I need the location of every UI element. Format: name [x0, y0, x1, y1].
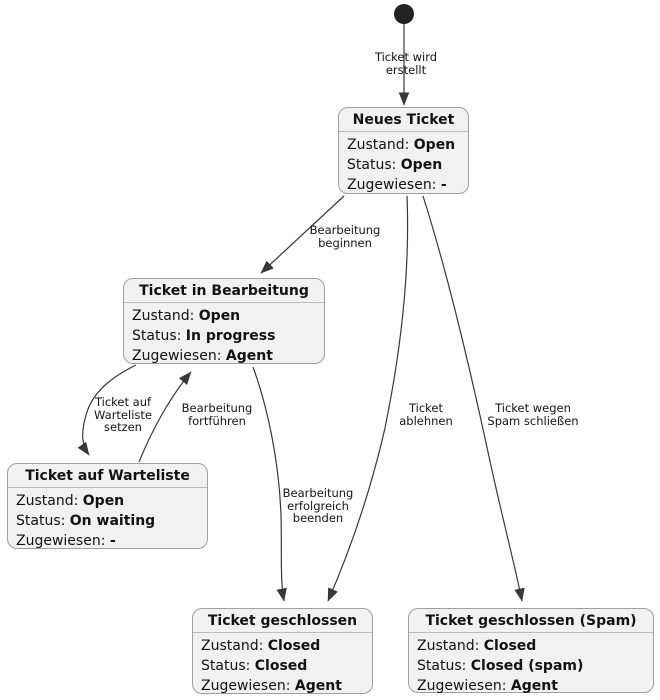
transition-label-ticket-wegen-spam-schliessen: Ticket wegen Spam schließen	[487, 401, 579, 428]
transition-label-ticket-wird-erstellt: Ticket wird erstellt	[374, 50, 438, 77]
edge-ticket-wegen-spam-schliessen	[422, 195, 525, 602]
state-field: Status: Closed (spam)	[417, 658, 584, 674]
state-field: Zugewiesen: -	[347, 177, 447, 193]
state-ticket-in-bearbeitung: Ticket in Bearbeitung Zustand: Open Stat…	[123, 278, 325, 364]
edge-bearbeitung-erfolgreich-beenden	[252, 366, 287, 602]
state-body: Zustand: Open Status: Open Zugewiesen: -	[339, 132, 468, 195]
state-neues-ticket: Neues Ticket Zustand: Open Status: Open …	[338, 107, 469, 194]
state-title: Ticket in Bearbeitung	[124, 279, 324, 303]
state-body: Zustand: Closed Status: Closed Zugewiese…	[193, 633, 372, 696]
state-field: Status: Open	[347, 157, 443, 173]
initial-state-dot	[394, 4, 414, 24]
transition-label-ticket-ablehnen: Ticket ablehnen	[399, 401, 453, 428]
state-field: Zustand: Closed	[417, 638, 537, 654]
state-field: Zugewiesen: Agent	[417, 678, 558, 694]
state-body: Zustand: Open Status: On waiting Zugewie…	[8, 488, 207, 551]
state-field: Zugewiesen: Agent	[132, 348, 273, 364]
state-title: Ticket geschlossen	[193, 609, 372, 633]
state-field: Zugewiesen: Agent	[201, 678, 342, 694]
state-ticket-geschlossen: Ticket geschlossen Zustand: Closed Statu…	[192, 608, 373, 694]
transition-label-bearbeitung-erfolgreich-beenden: Bearbeitung erfolgreich beenden	[282, 486, 354, 525]
edge-ticket-auf-warteliste-setzen	[77, 364, 137, 456]
state-field: Zustand: Open	[347, 137, 456, 153]
transition-label-bearbeitung-beginnen: Bearbeitung beginnen	[309, 223, 381, 250]
transition-label-ticket-auf-warteliste-setzen: Ticket auf Warteliste setzen	[94, 395, 152, 434]
edge-ticket-ablehnen	[327, 195, 409, 602]
state-title: Ticket geschlossen (Spam)	[409, 609, 653, 633]
state-field: Status: On waiting	[16, 513, 156, 529]
state-ticket-auf-warteliste: Ticket auf Warteliste Zustand: Open Stat…	[7, 463, 208, 549]
state-field: Zustand: Closed	[201, 638, 321, 654]
state-field: Status: In progress	[132, 328, 276, 344]
transition-label-bearbeitung-fortfuehren: Bearbeitung fortführen	[181, 401, 253, 428]
state-body: Zustand: Open Status: In progress Zugewi…	[124, 303, 324, 366]
state-field: Status: Closed	[201, 658, 308, 674]
state-field: Zustand: Open	[16, 493, 125, 509]
state-field: Zugewiesen: -	[16, 533, 116, 549]
state-ticket-geschlossen-spam: Ticket geschlossen (Spam) Zustand: Close…	[408, 608, 654, 696]
state-title: Neues Ticket	[339, 108, 468, 132]
state-title: Ticket auf Warteliste	[8, 464, 207, 488]
state-field: Zustand: Open	[132, 308, 241, 324]
edge-bearbeitung-beginnen	[260, 195, 345, 274]
state-body: Zustand: Closed Status: Closed (spam) Zu…	[409, 633, 653, 696]
edge-bearbeitung-fortfuehren	[138, 371, 192, 463]
